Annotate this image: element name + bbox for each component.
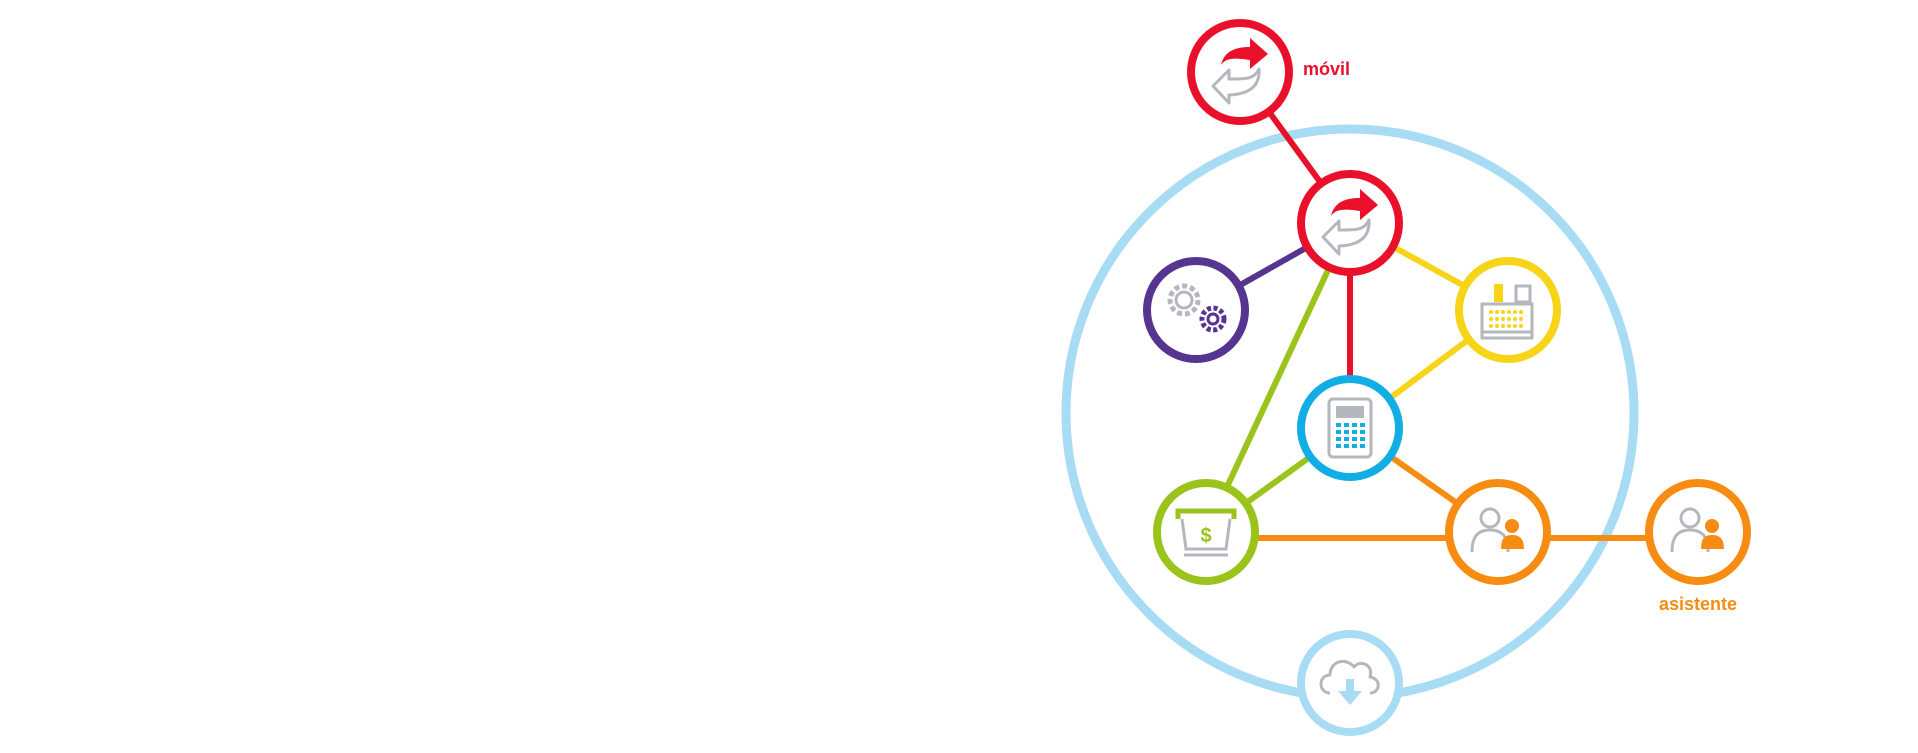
core-sync-node (1297, 170, 1403, 276)
movil-label: móvil (1303, 59, 1350, 79)
users-icon (1470, 507, 1524, 553)
line-core-atm (1203, 220, 1353, 535)
movil-sync-node (1187, 19, 1293, 125)
users-node (1445, 479, 1551, 585)
asistente-users-node (1645, 479, 1751, 585)
svg-text:$: $ (1200, 525, 1211, 547)
gears-icon (1167, 283, 1227, 333)
users-icon (1670, 507, 1724, 553)
asistente-label: asistente (1659, 594, 1737, 614)
sync-arrows-icon (1211, 38, 1268, 105)
calculator-icon (1327, 397, 1373, 459)
calculator-node (1297, 375, 1403, 481)
atm-node: $ (1153, 479, 1259, 585)
settings-node (1143, 257, 1249, 363)
cloud-download-icon (1319, 659, 1380, 705)
cash-register-node (1455, 257, 1561, 363)
sync-arrows-icon (1321, 189, 1378, 256)
atm-cash-icon: $ (1175, 508, 1237, 557)
cloud-node (1297, 630, 1403, 736)
cash-register-icon (1480, 284, 1534, 340)
